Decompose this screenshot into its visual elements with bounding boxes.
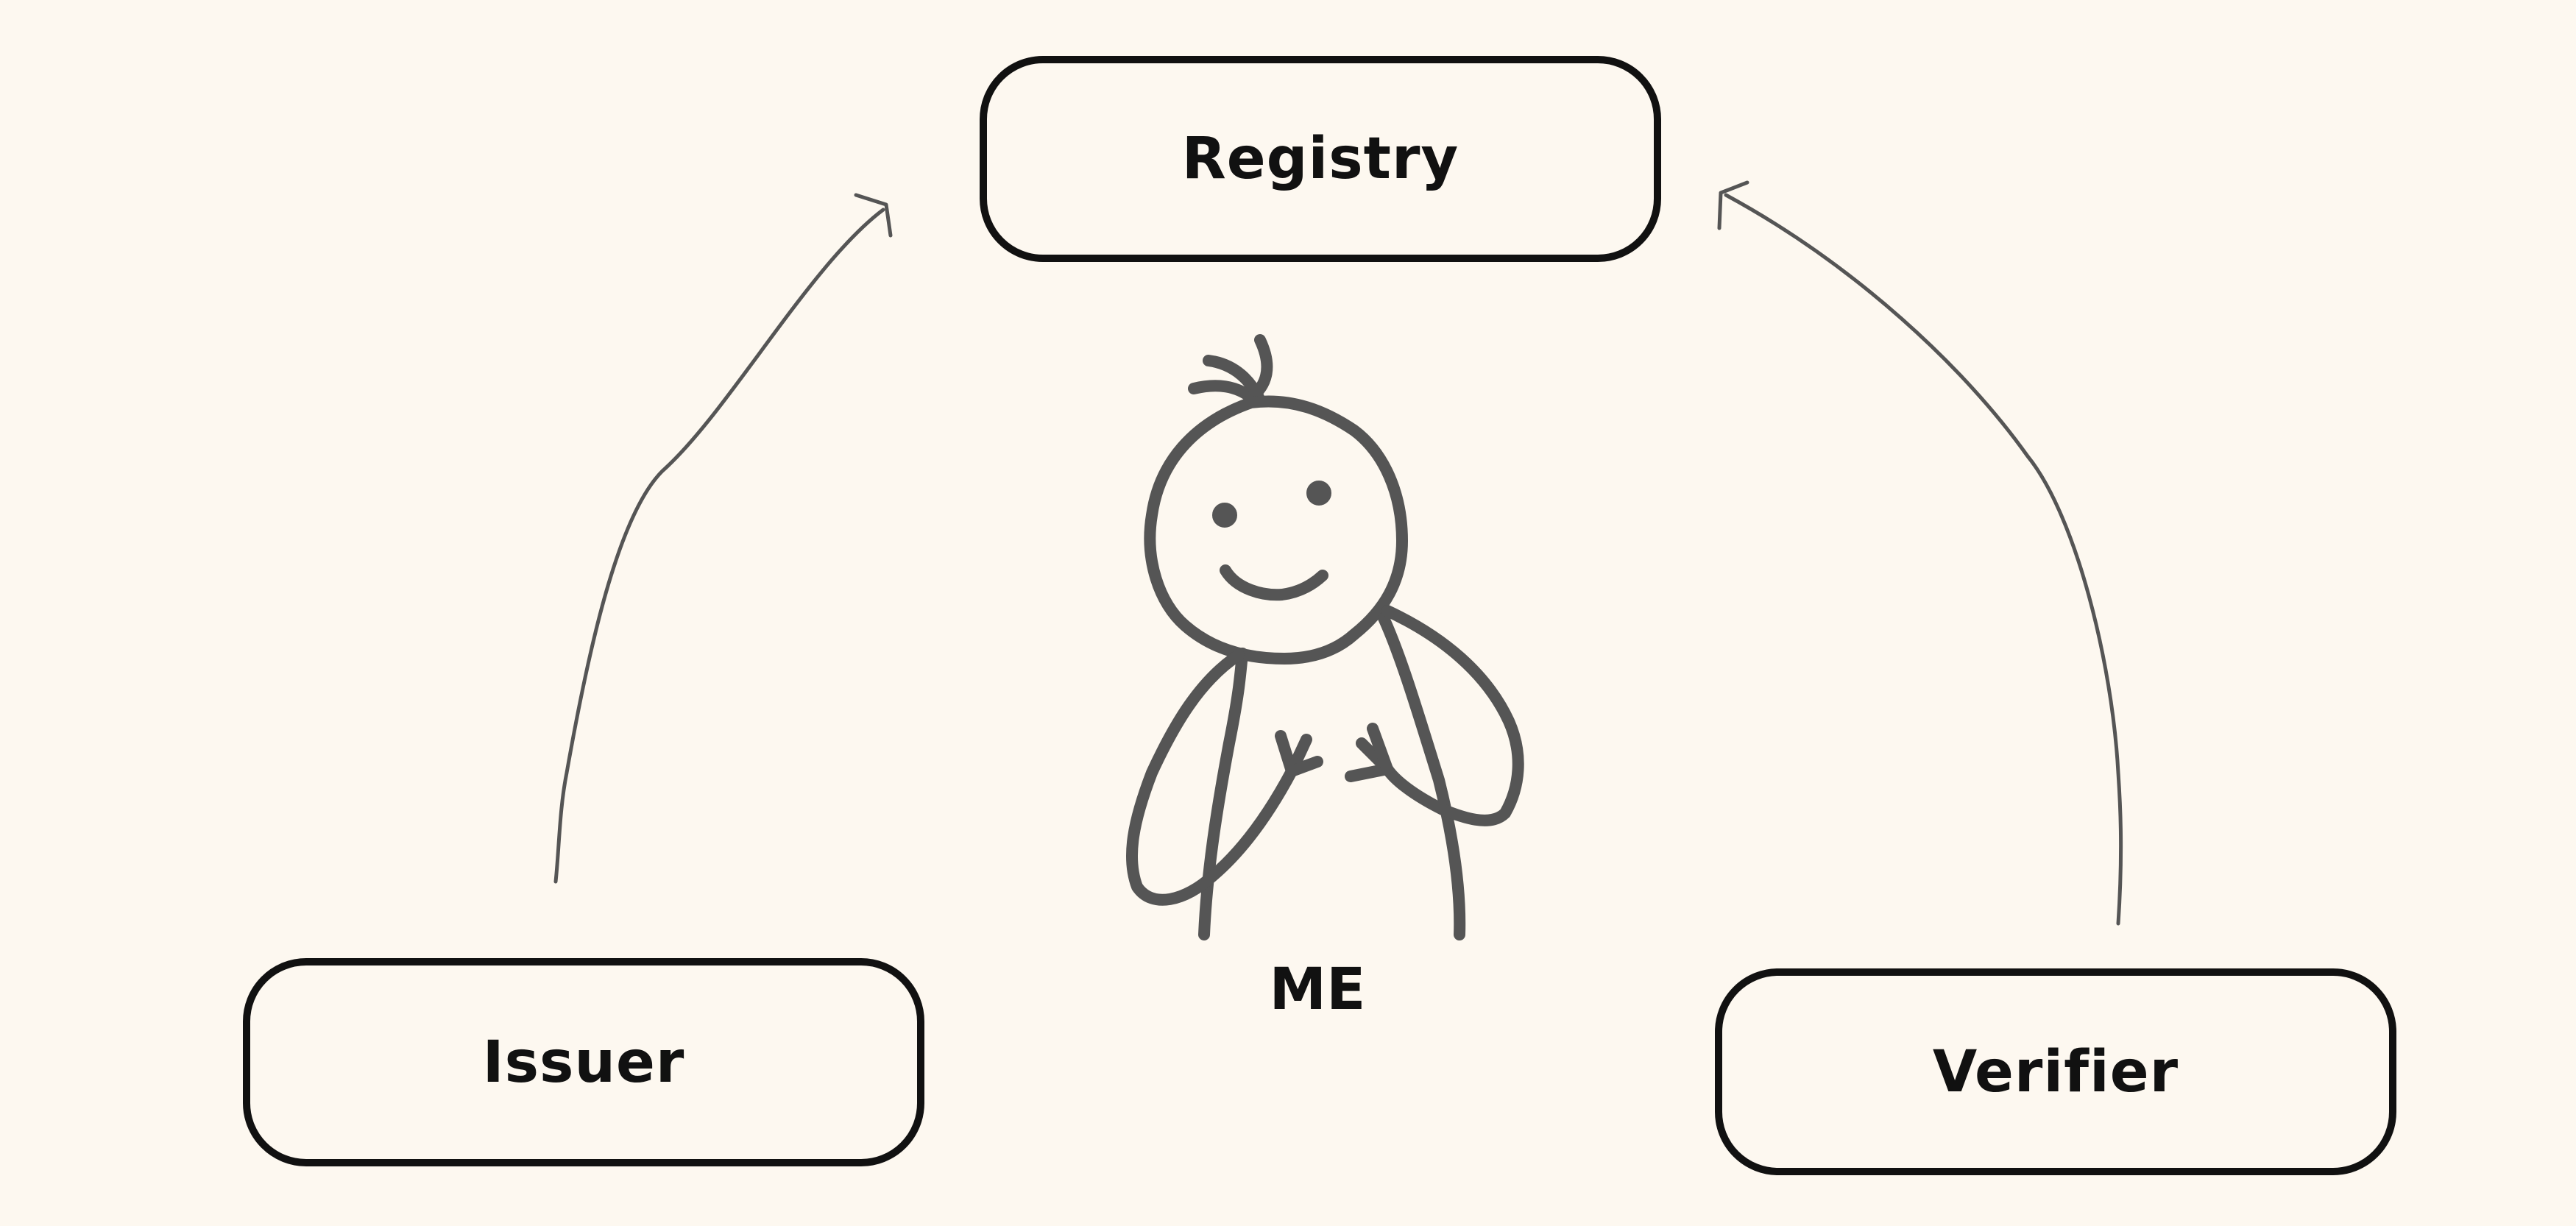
hair-strand <box>1188 380 1257 403</box>
torso-left <box>1198 648 1248 940</box>
finger <box>1367 723 1393 775</box>
eye-left <box>1212 503 1237 528</box>
arrow-verifier-to-registry-head <box>1717 180 1749 230</box>
eye-right <box>1306 481 1331 506</box>
registry-node[interactable]: Registry <box>980 56 1661 262</box>
person-label: ME <box>1269 957 1366 1023</box>
finger <box>1345 763 1393 782</box>
verifier-label: Verifier <box>1932 1038 2179 1105</box>
head <box>1144 395 1408 665</box>
finger <box>1275 730 1298 777</box>
issuer-label: Issuer <box>482 1029 685 1096</box>
hair-strand <box>1203 355 1264 403</box>
arrow-verifier-to-registry <box>1717 180 2123 926</box>
arrow-issuer-to-registry-head <box>854 193 893 238</box>
finger <box>1286 734 1312 777</box>
issuer-node[interactable]: Issuer <box>243 958 924 1166</box>
arrow-issuer-to-registry <box>553 193 893 884</box>
arm-left <box>1125 649 1298 906</box>
hair-strand <box>1245 334 1273 403</box>
finger <box>1356 737 1393 775</box>
finger <box>1286 756 1323 777</box>
arrow-verifier-to-registry-line <box>1724 193 2123 926</box>
verifier-node[interactable]: Verifier <box>1715 968 2396 1175</box>
torso-right <box>1378 612 1466 940</box>
arrow-issuer-to-registry-line <box>553 208 885 884</box>
smile <box>1220 564 1328 601</box>
registry-label: Registry <box>1181 126 1459 192</box>
arm-right <box>1381 605 1524 826</box>
person-figure <box>1125 334 1524 940</box>
